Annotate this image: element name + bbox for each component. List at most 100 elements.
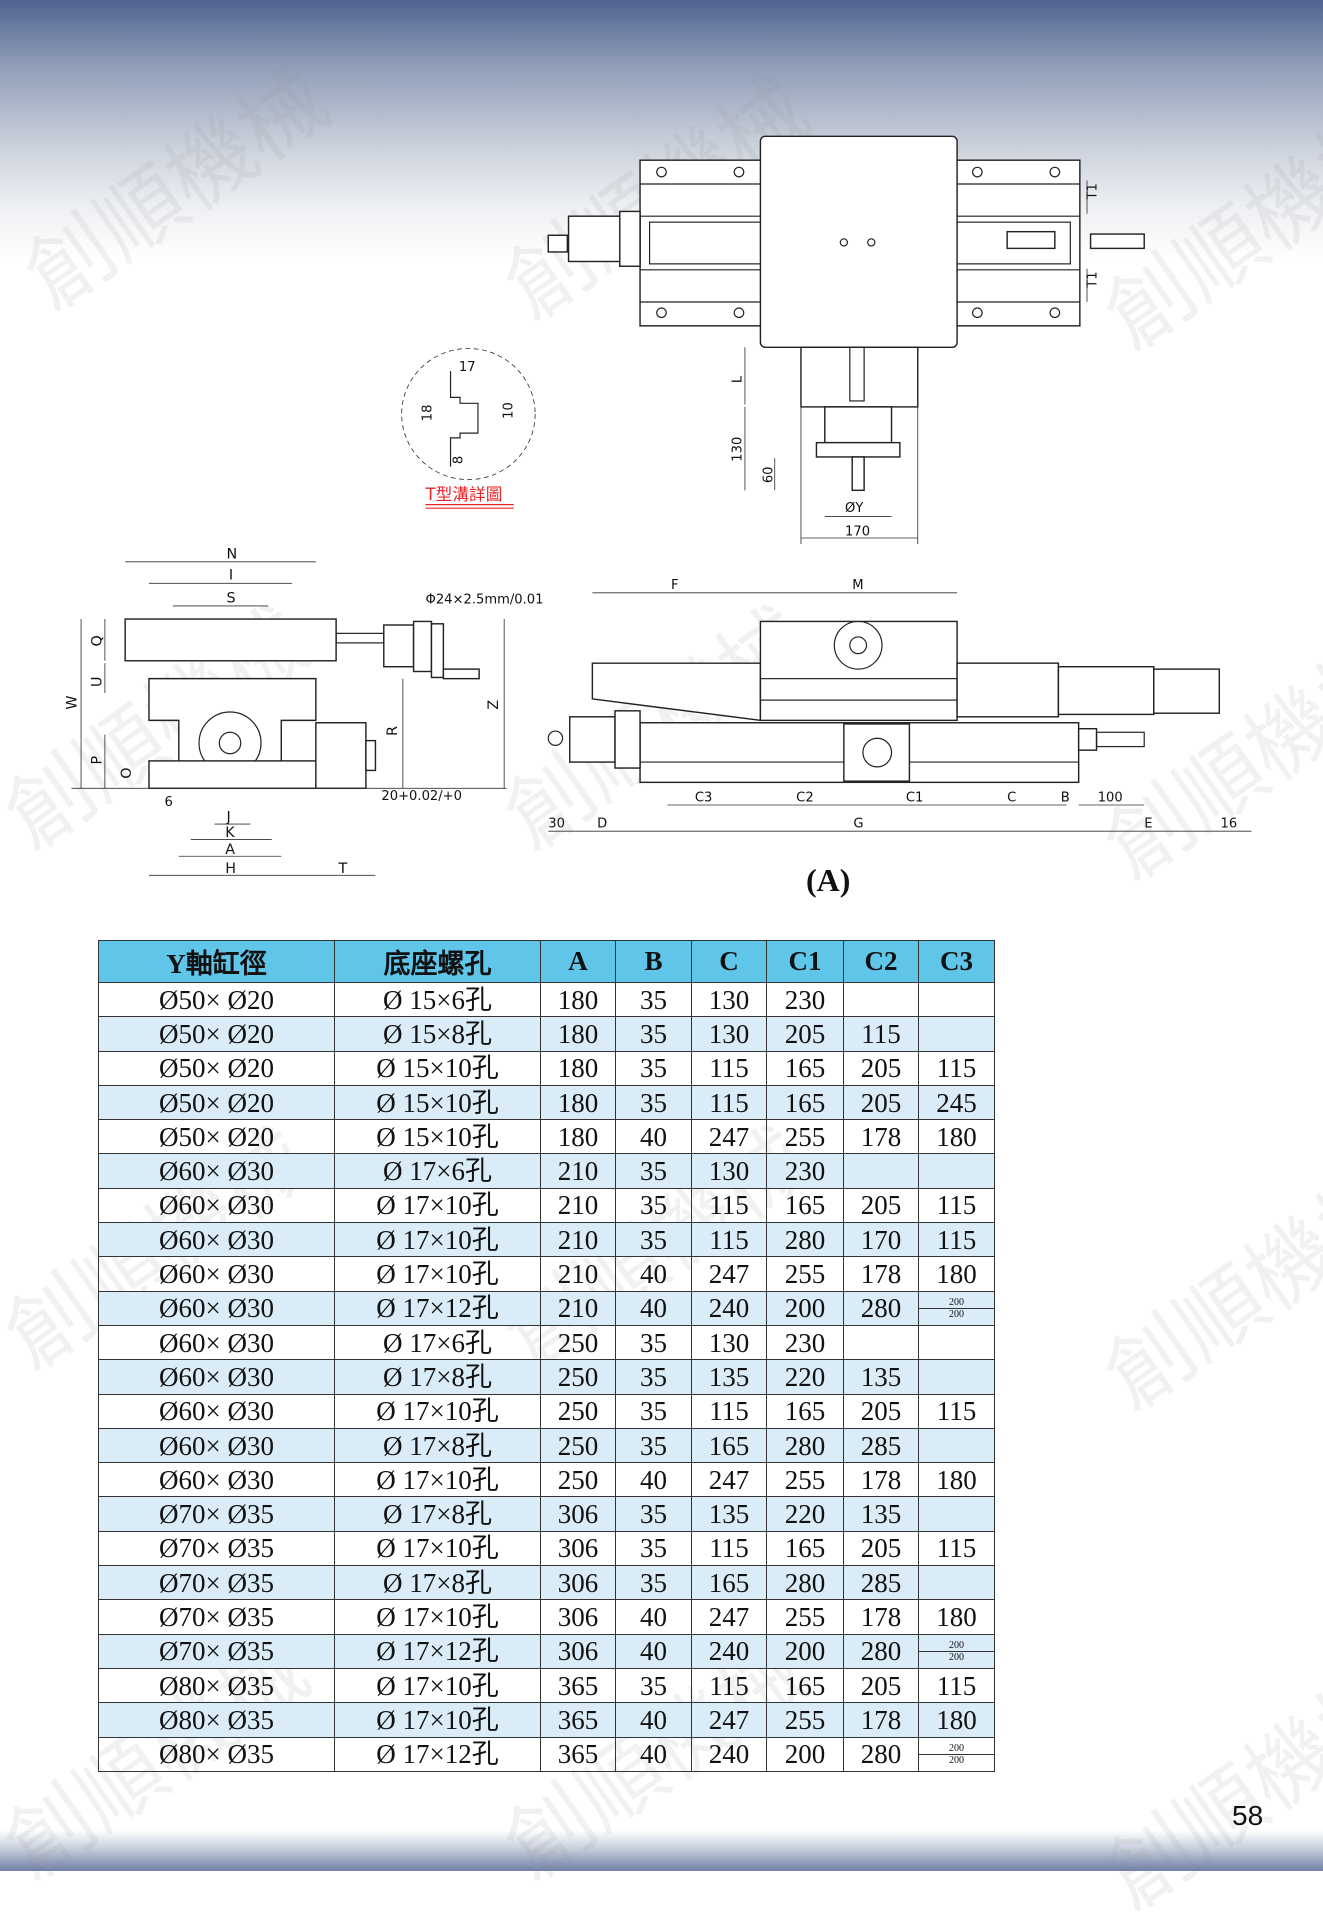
- table-cell: 180: [918, 1462, 995, 1498]
- fraction-bottom: 200: [949, 1754, 964, 1766]
- table-cell: 210: [540, 1187, 616, 1224]
- technical-drawing: T1 T1 L 130 60 ØY 170 17 18 10 8 T型溝詳圖: [64, 135, 1252, 877]
- dim-phiY: ØY: [845, 501, 864, 516]
- table-cell: 35: [615, 1530, 692, 1567]
- table-cell: 205: [843, 1530, 919, 1567]
- table-cell: 115: [918, 1050, 995, 1086]
- dim-O: O: [119, 768, 135, 779]
- table-cell: 180: [918, 1599, 995, 1635]
- table-cell: 115: [843, 1016, 919, 1052]
- table-cell: 205: [843, 1393, 919, 1429]
- table-cell: 205: [843, 1667, 919, 1704]
- table-cell: 210: [540, 1290, 616, 1326]
- table-cell: 40: [615, 1702, 692, 1738]
- table-cell: Ø 15×8孔: [334, 1016, 541, 1052]
- table-cell: Ø60× Ø30: [98, 1290, 335, 1326]
- table-cell: 220: [766, 1496, 844, 1532]
- table-cell: 35: [615, 1427, 692, 1464]
- table-cell: [918, 1496, 995, 1532]
- dim-C2: C2: [796, 790, 814, 805]
- tslot-detail: 17 18 10 8 T型溝詳圖: [401, 348, 536, 509]
- table-cell: 40: [615, 1119, 692, 1155]
- table-cell: 35: [615, 1324, 692, 1361]
- figure-label: (A): [806, 862, 851, 898]
- table-cell: 35: [615, 981, 692, 1018]
- table-cell: 165: [766, 1393, 844, 1429]
- table-cell: [918, 1427, 995, 1464]
- table-cell: Ø 17×10孔: [334, 1702, 541, 1738]
- table-cell: 35: [615, 1393, 692, 1429]
- table-cell: 178: [843, 1256, 919, 1292]
- tslot-dim-17: 17: [459, 360, 476, 375]
- table-cell: 135: [843, 1359, 919, 1395]
- table-cell: 200: [766, 1290, 844, 1326]
- table-cell: Ø70× Ø35: [98, 1496, 335, 1532]
- column-header: C: [691, 940, 767, 983]
- table-cell: 35: [615, 1565, 692, 1601]
- table-cell: 250: [540, 1359, 616, 1395]
- table-cell: Ø 17×10孔: [334, 1530, 541, 1567]
- table-cell: 280: [766, 1565, 844, 1601]
- table-cell: 230: [766, 981, 844, 1018]
- table-cell: Ø 17×8孔: [334, 1359, 541, 1395]
- table-cell: Ø60× Ø30: [98, 1153, 335, 1189]
- table-cell: 40: [615, 1599, 692, 1635]
- column-header: C3: [918, 940, 995, 983]
- table-cell: 205: [843, 1050, 919, 1086]
- fraction-top: 200: [919, 1640, 994, 1652]
- dim-I: I: [229, 568, 233, 584]
- table-cell: [918, 1359, 995, 1395]
- table-cell: 115: [691, 1393, 767, 1429]
- table-cell: 245: [918, 1084, 995, 1121]
- table-cell: 115: [691, 1667, 767, 1704]
- table-cell: 285: [843, 1427, 919, 1464]
- table-cell: 255: [766, 1462, 844, 1498]
- table-cell: Ø50× Ø20: [98, 1119, 335, 1155]
- table-cell: 205: [766, 1016, 844, 1052]
- dim-T: T: [337, 861, 347, 877]
- dim-16: 16: [1220, 817, 1237, 832]
- table-cell: 240: [691, 1633, 767, 1669]
- table-cell: 130: [691, 1153, 767, 1189]
- dim-U: U: [89, 677, 105, 687]
- dim-100: 100: [1098, 790, 1123, 805]
- table-cell: 178: [843, 1702, 919, 1738]
- table-cell: 210: [540, 1256, 616, 1292]
- table-cell: 40: [615, 1256, 692, 1292]
- table-cell: 200: [766, 1736, 844, 1772]
- table-cell: Ø 15×10孔: [334, 1084, 541, 1121]
- table-cell: 35: [615, 1496, 692, 1532]
- fraction-bottom: 200: [949, 1651, 964, 1663]
- fraction-bottom: 200: [949, 1308, 964, 1320]
- table-cell: 35: [615, 1187, 692, 1224]
- dim-H: H: [225, 861, 236, 877]
- top-view: T1 T1 L 130 60 ØY 170: [547, 135, 1145, 544]
- table-cell: 180: [918, 1119, 995, 1155]
- table-cell: 35: [615, 1667, 692, 1704]
- dim-tolerance: 20+0.02/+0: [381, 789, 462, 804]
- table-cell: 306: [540, 1633, 616, 1669]
- table-cell: Ø 15×6孔: [334, 981, 541, 1018]
- table-cell: 180: [540, 1084, 616, 1121]
- table-cell: 35: [615, 1222, 692, 1258]
- dim-T1: T1: [1086, 183, 1101, 200]
- table-cell: 247: [691, 1702, 767, 1738]
- table-cell: 115: [691, 1222, 767, 1258]
- table-cell: Ø70× Ø35: [98, 1530, 335, 1567]
- dim-G: G: [853, 817, 863, 832]
- table-cell: 180: [540, 1119, 616, 1155]
- table-cell: 135: [691, 1359, 767, 1395]
- table-cell: Ø60× Ø30: [98, 1324, 335, 1361]
